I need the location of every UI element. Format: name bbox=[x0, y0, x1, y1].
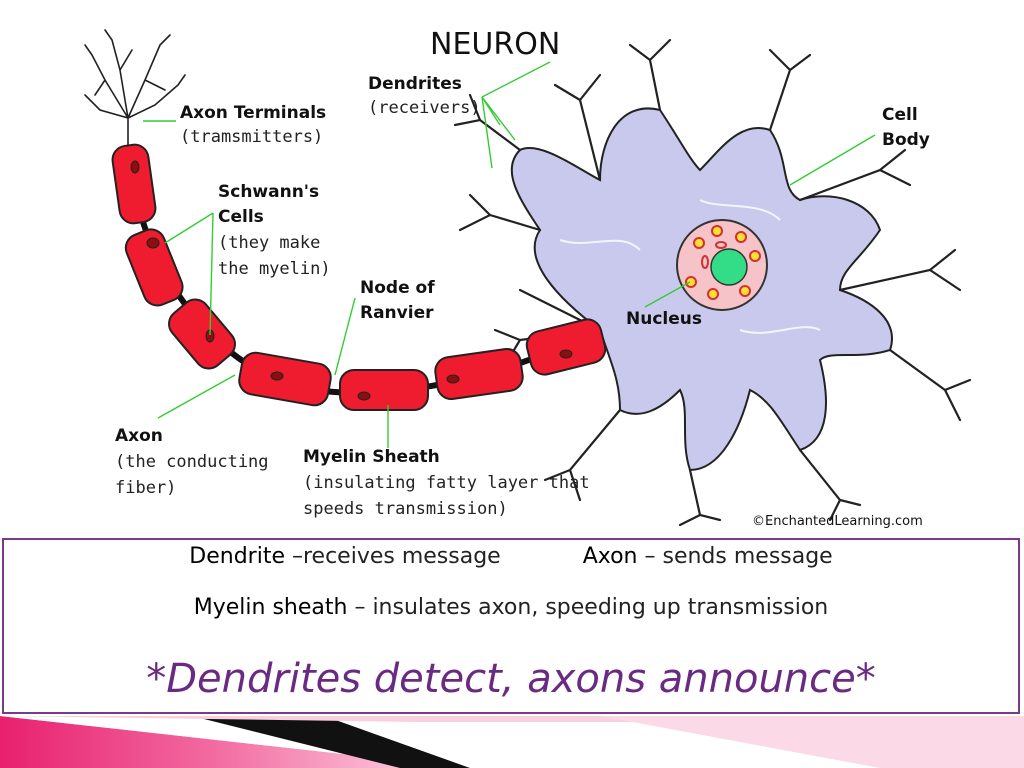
dendrite-branches bbox=[453, 38, 972, 527]
copyright-text: ©EnchantedLearning.com bbox=[752, 514, 923, 529]
label-schwann-sub-1: (they make bbox=[218, 233, 320, 253]
label-axon-sub-1: (the conducting bbox=[115, 452, 269, 472]
term-dendrite: Dendrite bbox=[189, 544, 285, 569]
neuron-diagram: NEURON bbox=[84, 27, 972, 529]
nucleus bbox=[676, 219, 768, 311]
caption-box: Dendrite –receives message Axon – sends m… bbox=[2, 538, 1020, 714]
label-axon: Axon bbox=[115, 426, 163, 446]
label-schwann-1: Schwann's bbox=[218, 182, 319, 202]
desc-myelin-sheath: – insulates axon, speeding up transmissi… bbox=[347, 595, 829, 620]
footer-decoration bbox=[0, 716, 1024, 768]
tagline: *Dendrites detect, axons announce* bbox=[146, 656, 876, 702]
desc-dendrite: –receives message bbox=[284, 544, 501, 569]
label-schwann-2: Cells bbox=[218, 207, 264, 227]
label-axon-sub-2: fiber) bbox=[115, 478, 176, 498]
label-nucleus: Nucleus bbox=[626, 309, 702, 329]
caption-row-2: Myelin sheath – insulates axon, speeding… bbox=[4, 595, 1018, 620]
label-node-1: Node of bbox=[360, 278, 435, 298]
label-myelin-sub-2: speeds transmission) bbox=[303, 499, 508, 519]
label-myelin: Myelin Sheath bbox=[303, 447, 440, 467]
label-node-2: Ranvier bbox=[360, 303, 434, 323]
label-axon-terminals-sub: (tramsmitters) bbox=[180, 127, 323, 147]
cell-body-highlights bbox=[559, 199, 821, 334]
leader-lines bbox=[143, 61, 876, 448]
label-dendrites: Dendrites bbox=[368, 74, 462, 94]
myelin-segments bbox=[111, 143, 607, 411]
label-myelin-sub-1: (insulating fatty layer that bbox=[303, 473, 590, 493]
label-axon-terminals: Axon Terminals bbox=[180, 103, 326, 123]
term-myelin-sheath: Myelin sheath bbox=[193, 595, 348, 620]
label-dendrites-sub: (receivers) bbox=[368, 98, 481, 118]
axon-terminals bbox=[84, 29, 186, 151]
diagram-title: NEURON bbox=[430, 27, 560, 62]
caption-row-1: Dendrite –receives message Axon – sends m… bbox=[4, 544, 1018, 569]
label-schwann-sub-2: the myelin) bbox=[218, 259, 331, 279]
schwann-nuclei bbox=[130, 160, 573, 401]
term-axon: Axon bbox=[582, 544, 638, 569]
label-cell-body-1: Cell bbox=[882, 105, 918, 125]
label-cell-body-2: Body bbox=[882, 130, 930, 150]
desc-axon: – sends message bbox=[637, 544, 833, 569]
